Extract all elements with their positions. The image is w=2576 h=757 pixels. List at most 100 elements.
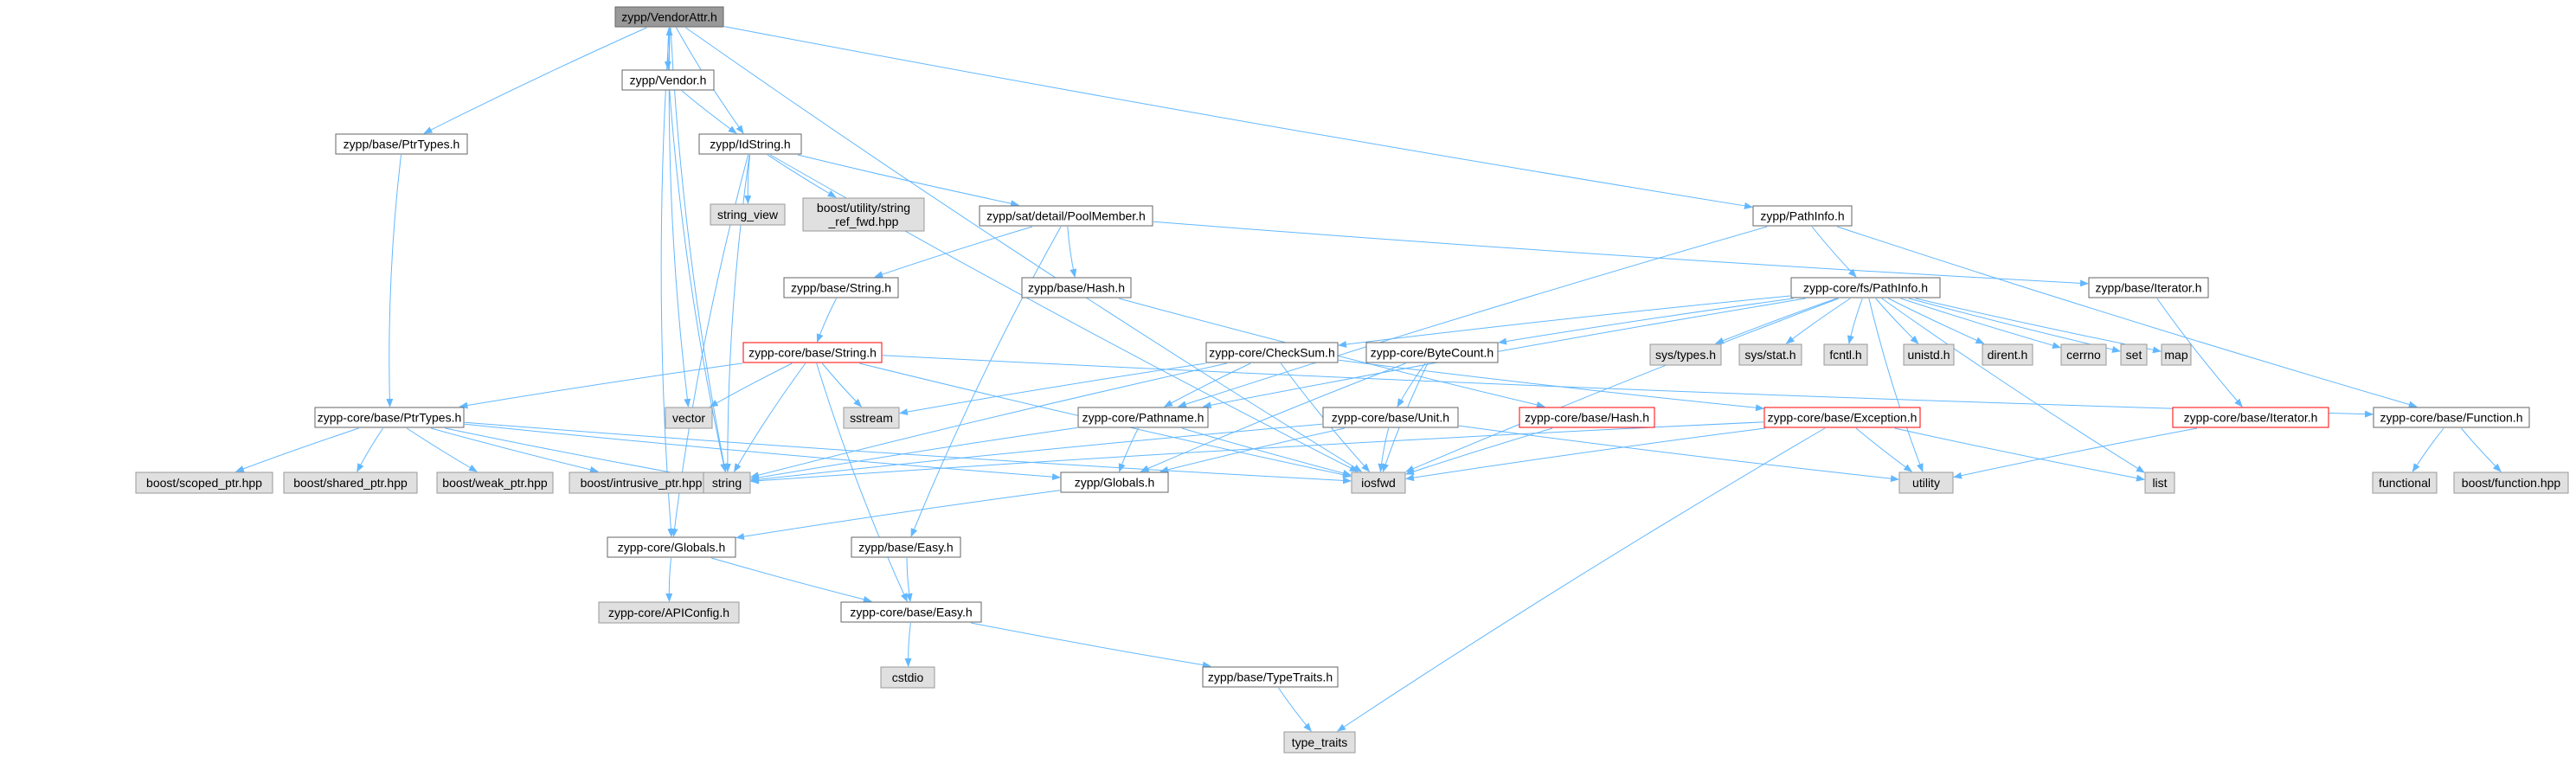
node-label: list bbox=[2152, 476, 2167, 490]
edge-corestring-to-string bbox=[734, 362, 806, 472]
node-exception[interactable]: zypp-core/base/Exception.h bbox=[1763, 407, 1921, 428]
edge-corestring-to-vector bbox=[709, 362, 793, 407]
node-label: type_traits bbox=[1292, 735, 1348, 749]
node-corehash[interactable]: zypp-core/base/Hash.h bbox=[1519, 407, 1655, 428]
edge-typetraits_h-to-type_traits bbox=[1278, 687, 1312, 732]
node-box bbox=[1322, 407, 1459, 428]
node-label: functional bbox=[2379, 476, 2431, 490]
edge-exception-to-type_traits bbox=[1337, 427, 1826, 732]
node-baseiterator[interactable]: zypp/base/Iterator.h bbox=[2088, 277, 2209, 298]
node-vector: vector bbox=[665, 407, 713, 429]
node-label: zypp-core/base/Hash.h bbox=[1525, 411, 1649, 425]
edge-checksum-to-pathname bbox=[1163, 362, 1251, 407]
edge-globals-to-coreglobals bbox=[736, 490, 1061, 541]
node-systypes: sys/types.h bbox=[1649, 343, 1722, 366]
node-label: iosfwd bbox=[1361, 476, 1396, 490]
node-box bbox=[698, 133, 802, 155]
node-iosfwd: iosfwd bbox=[1351, 472, 1406, 494]
node-box bbox=[2373, 407, 2530, 428]
node-box bbox=[742, 342, 883, 363]
node-corestring[interactable]: zypp-core/base/String.h bbox=[742, 342, 883, 363]
node-label: cstdio bbox=[892, 670, 924, 684]
node-pathname[interactable]: zypp-core/Pathname.h bbox=[1077, 407, 1209, 428]
edge-corefs_pathinfo-to-pathname bbox=[1202, 298, 1806, 409]
edge-corefs_pathinfo-to-fcntl bbox=[1847, 298, 1863, 344]
node-basestring[interactable]: zypp/base/String.h bbox=[783, 277, 899, 298]
edge-baseiterator-to-coreiterator bbox=[2156, 298, 2243, 407]
node-label: boost/function.hpp bbox=[2462, 476, 2561, 490]
node-unistd: unistd.h bbox=[1903, 343, 1955, 366]
node-label: zypp-core/base/Easy.h bbox=[850, 606, 972, 619]
node-basehash[interactable]: zypp/base/Hash.h bbox=[1021, 277, 1132, 298]
node-shared-ptr: boost/shared_ptr.hpp bbox=[283, 472, 418, 494]
node-label: vector bbox=[672, 411, 705, 425]
node-coreptrtypes[interactable]: zypp-core/base/PtrTypes.h bbox=[314, 407, 465, 428]
node-utility: utility bbox=[1898, 472, 1954, 494]
node-box bbox=[135, 472, 273, 494]
node-idstring[interactable]: zypp/IdString.h bbox=[698, 133, 802, 155]
edge-ptrtypes-to-coreptrtypes bbox=[386, 154, 401, 407]
edge-pathname-to-globals bbox=[1118, 427, 1139, 472]
edge-pathname-to-iosfwd bbox=[1181, 427, 1352, 477]
edge-vendorattr-to-coreglobals bbox=[660, 27, 675, 537]
edge-vendor-to-vendorattr bbox=[665, 27, 673, 70]
edge-pathinfo-to-corefunction bbox=[1837, 226, 2418, 408]
node-unit[interactable]: zypp-core/base/Unit.h bbox=[1322, 407, 1459, 428]
node-box bbox=[2161, 343, 2192, 366]
node-label: zypp/VendorAttr.h bbox=[621, 10, 717, 24]
edge-poolmember-to-baseiterator bbox=[1153, 221, 2089, 287]
edge-coreiterator-to-utility bbox=[1953, 427, 2198, 479]
node-box bbox=[2060, 343, 2107, 366]
node-globals[interactable]: zypp/Globals.h bbox=[1060, 472, 1169, 493]
node-coreglobals[interactable]: zypp-core/Globals.h bbox=[607, 536, 736, 558]
edge-unit-to-globals bbox=[1160, 427, 1345, 473]
edge-corefs_pathinfo-to-cerrno bbox=[1900, 298, 2061, 350]
node-vendor[interactable]: zypp/Vendor.h bbox=[621, 69, 715, 91]
edge-pathinfo-to-pathname bbox=[1177, 226, 1768, 408]
edge-exception-to-iosfwd bbox=[1405, 427, 1766, 482]
edge-idstring-to-poolmember bbox=[797, 154, 1020, 208]
node-ptrtypes[interactable]: zypp/base/PtrTypes.h bbox=[335, 133, 468, 155]
node-bytecount[interactable]: zypp-core/ByteCount.h bbox=[1365, 342, 1499, 363]
node-label: zypp-core/Pathname.h bbox=[1082, 411, 1204, 425]
node-fcntl: fcntl.h bbox=[1823, 343, 1868, 366]
node-checksum[interactable]: zypp-core/CheckSum.h bbox=[1205, 342, 1339, 363]
node-corefs-pathinfo[interactable]: zypp-core/fs/PathInfo.h bbox=[1790, 277, 1941, 298]
edge-corefs_pathinfo-to-bytecount bbox=[1498, 298, 1794, 345]
node-label: boost/intrusive_ptr.hpp bbox=[581, 476, 703, 490]
node-box bbox=[2144, 472, 2175, 494]
node-label: boost/weak_ptr.hpp bbox=[442, 476, 548, 490]
node-baseeasy[interactable]: zypp/base/Easy.h bbox=[851, 536, 961, 558]
edge-pathname-to-string bbox=[750, 427, 1078, 482]
node-label: zypp/base/PtrTypes.h bbox=[344, 138, 460, 151]
node-coreiterator[interactable]: zypp-core/base/Iterator.h bbox=[2172, 407, 2329, 428]
edge-poolmember-to-basehash bbox=[1067, 226, 1077, 278]
node-box bbox=[1519, 407, 1655, 428]
node-typetraits-h[interactable]: zypp/base/TypeTraits.h bbox=[1202, 666, 1339, 688]
node-corefunction[interactable]: zypp-core/base/Function.h bbox=[2373, 407, 2530, 428]
node-label: map bbox=[2164, 348, 2187, 362]
edge-corestring-to-corefunction bbox=[882, 355, 2374, 418]
node-label: unistd.h bbox=[1907, 348, 1950, 362]
node-poolmember[interactable]: zypp/sat/detail/PoolMember.h bbox=[979, 205, 1153, 227]
node-boost-function: boost/function.hpp bbox=[2453, 472, 2569, 494]
edge-idstring-to-boost_string_ref bbox=[767, 154, 837, 198]
node-coreeasy[interactable]: zypp-core/base/Easy.h bbox=[840, 601, 982, 623]
edge-unit-to-iosfwd bbox=[1378, 427, 1390, 472]
node-label: zypp-core/ByteCount.h bbox=[1371, 346, 1494, 360]
edge-vendorattr-to-string bbox=[670, 27, 728, 472]
edge-coreptrtypes-to-scoped_ptr bbox=[234, 427, 359, 472]
node-label: zypp-core/fs/PathInfo.h bbox=[1803, 281, 1928, 295]
node-scoped-ptr: boost/scoped_ptr.hpp bbox=[135, 472, 273, 494]
node-box bbox=[621, 69, 715, 91]
node-label: zypp/IdString.h bbox=[710, 138, 790, 151]
edge-poolmember-to-basestring bbox=[874, 226, 1032, 278]
edge-corehash-to-iosfwd bbox=[1405, 427, 1553, 475]
node-label: sstream bbox=[850, 411, 893, 425]
node-box bbox=[2453, 472, 2569, 494]
node-pathinfo[interactable]: zypp/PathInfo.h bbox=[1752, 205, 1853, 227]
edge-corefs_pathinfo-to-iosfwd bbox=[1405, 298, 1839, 472]
edge-corefs_pathinfo-to-list bbox=[1881, 298, 2145, 473]
node-box bbox=[1202, 666, 1339, 688]
node-vendorattr[interactable]: zypp/VendorAttr.h bbox=[614, 6, 724, 28]
